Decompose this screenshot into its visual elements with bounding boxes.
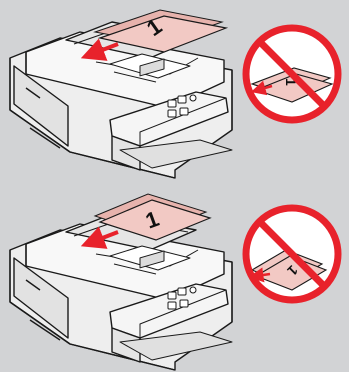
correct-paper-bottom: 1 (92, 194, 210, 242)
prohibited-orientation-bottom: 1 (244, 206, 340, 302)
top-panel: 1 1 (10, 10, 340, 178)
prohibited-orientation-top: 1 (244, 26, 340, 122)
printer-bottom (10, 214, 232, 370)
bottom-panel: 1 1 (10, 194, 340, 370)
correct-paper-top: 1 (92, 10, 226, 54)
printer-top (10, 22, 232, 178)
